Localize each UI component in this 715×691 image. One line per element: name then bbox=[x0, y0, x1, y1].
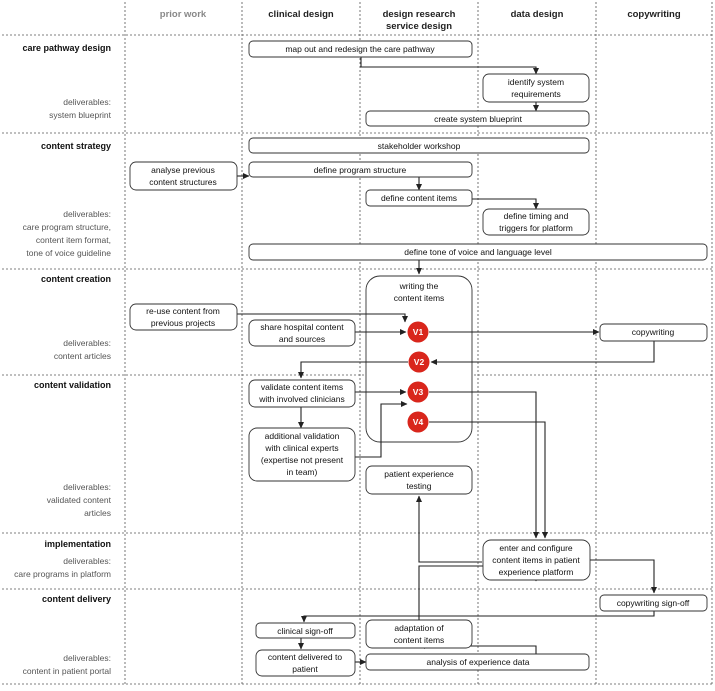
analysis-data-label: analysis of experience data bbox=[426, 657, 529, 667]
column-header-design-research: design research bbox=[383, 9, 456, 20]
content-delivered-label: patient bbox=[292, 664, 318, 674]
validate-items-label: validate content items bbox=[261, 382, 343, 392]
process-boxes: map out and redesign the care pathway id… bbox=[129, 40, 708, 677]
writing-content-items-label: writing the bbox=[399, 281, 439, 291]
additional-validation-label: in team) bbox=[287, 467, 318, 477]
analysis-data-box: analysis of experience data bbox=[365, 653, 590, 671]
configure-items-label: enter and configure bbox=[499, 543, 573, 553]
row-deliverables-text: care program structure, bbox=[23, 222, 111, 232]
row-deliverables-label: deliverables: bbox=[63, 97, 111, 107]
column-header-service-design: service design bbox=[386, 21, 452, 32]
adaptation-label: content items bbox=[394, 635, 445, 645]
row-title-content-delivery: content delivery bbox=[42, 594, 111, 604]
adaptation-label: adaptation of bbox=[394, 623, 444, 633]
define-timing-label: triggers for platform bbox=[499, 223, 573, 233]
define-program-box: define program structure bbox=[248, 161, 473, 178]
analyse-structures-label: content structures bbox=[149, 177, 217, 187]
content-delivered-label: content delivered to bbox=[268, 652, 342, 662]
column-header-copywriting: copywriting bbox=[627, 9, 681, 20]
row-deliverables-text: content item format, bbox=[36, 235, 111, 245]
patient-testing-label: testing bbox=[406, 481, 431, 491]
analyse-structures-box: analyse previous content structures bbox=[129, 161, 238, 191]
writing-content-items-label: content items bbox=[394, 293, 445, 303]
identify-requirements-label: requirements bbox=[511, 89, 561, 99]
configure-items-box: enter and configure content items in pat… bbox=[482, 539, 591, 581]
reuse-content-label: previous projects bbox=[151, 318, 215, 328]
define-timing-label: define timing and bbox=[504, 211, 569, 221]
share-hospital-content-label: and sources bbox=[279, 334, 325, 344]
validate-items-label: with involved clinicians bbox=[258, 394, 345, 404]
define-timing-box: define timing and triggers for platform bbox=[482, 208, 590, 236]
row-deliverables-text: care programs in platform bbox=[14, 569, 111, 579]
create-blueprint-box: create system blueprint bbox=[365, 110, 590, 127]
additional-validation-label: additional validation bbox=[265, 431, 340, 441]
share-hospital-content-box: share hospital content and sources bbox=[248, 319, 356, 347]
patient-testing-label: patient experience bbox=[384, 469, 454, 479]
version-v3-label: V3 bbox=[413, 387, 424, 397]
define-tone-label: define tone of voice and language level bbox=[404, 247, 552, 257]
row-title-content-strategy: content strategy bbox=[41, 141, 111, 151]
row-deliverables-label: deliverables: bbox=[63, 209, 111, 219]
stakeholder-workshop-label: stakeholder workshop bbox=[378, 141, 461, 151]
share-hospital-content-label: share hospital content bbox=[260, 322, 344, 332]
configure-items-label: experience platform bbox=[499, 567, 574, 577]
row-deliverables-text: tone of voice guideline bbox=[26, 248, 111, 258]
version-v3-marker: V3 bbox=[407, 381, 429, 403]
identify-requirements-label: identify system bbox=[508, 77, 564, 87]
copywriting-label: copywriting bbox=[632, 327, 675, 337]
define-content-items-label: define content items bbox=[381, 193, 457, 203]
identify-requirements-box: identify system requirements bbox=[482, 73, 590, 103]
column-header-prior-work: prior work bbox=[160, 9, 207, 20]
row-deliverables-text: system blueprint bbox=[49, 110, 112, 120]
analyse-structures-label: analyse previous bbox=[151, 165, 215, 175]
clinical-signoff-box: clinical sign-off bbox=[255, 622, 356, 639]
version-v1-label: V1 bbox=[413, 327, 424, 337]
define-program-label: define program structure bbox=[314, 165, 407, 175]
additional-validation-label: (expertise not present bbox=[261, 455, 344, 465]
row-labels: care pathway design deliverables: system… bbox=[14, 43, 111, 676]
row-deliverables-label: deliverables: bbox=[63, 482, 111, 492]
additional-validation-box: additional validation with clinical expe… bbox=[248, 427, 356, 482]
validate-items-box: validate content items with involved cli… bbox=[248, 379, 356, 408]
column-header-data-design: data design bbox=[511, 9, 564, 20]
row-deliverables-text: content articles bbox=[54, 351, 111, 361]
map-pathway-box: map out and redesign the care pathway bbox=[248, 40, 473, 58]
version-v4-label: V4 bbox=[413, 417, 424, 427]
reuse-content-box: re-use content from previous projects bbox=[129, 303, 238, 331]
version-v4-marker: V4 bbox=[407, 411, 429, 433]
create-blueprint-label: create system blueprint bbox=[434, 114, 523, 124]
define-content-items-box: define content items bbox=[365, 189, 473, 207]
row-title-care-pathway: care pathway design bbox=[22, 43, 111, 53]
row-title-content-creation: content creation bbox=[41, 274, 111, 284]
version-v2-label: V2 bbox=[414, 357, 425, 367]
content-delivered-box: content delivered to patient bbox=[255, 649, 356, 677]
row-deliverables-label: deliverables: bbox=[63, 653, 111, 663]
copywriting-signoff-label: copywriting sign-off bbox=[617, 598, 690, 608]
row-deliverables-label: deliverables: bbox=[63, 556, 111, 566]
row-deliverables-text: content in patient portal bbox=[23, 666, 111, 676]
row-title-implementation: implementation bbox=[44, 539, 111, 549]
define-tone-box: define tone of voice and language level bbox=[248, 243, 708, 261]
adaptation-box: adaptation of content items bbox=[365, 619, 473, 649]
version-v1-marker: V1 bbox=[407, 321, 429, 343]
copywriting-signoff-box: copywriting sign-off bbox=[599, 594, 708, 612]
row-deliverables-text: articles bbox=[84, 508, 111, 518]
column-headers: prior work clinical design design resear… bbox=[160, 9, 681, 32]
row-deliverables-label: deliverables: bbox=[63, 338, 111, 348]
configure-items-label: content items in patient bbox=[492, 555, 580, 565]
row-deliverables-text: validated content bbox=[47, 495, 112, 505]
additional-validation-label: with clinical experts bbox=[264, 443, 338, 453]
version-markers: V1 V2 V3 V4 bbox=[407, 321, 430, 433]
stakeholder-workshop-box: stakeholder workshop bbox=[248, 137, 590, 154]
row-title-content-validation: content validation bbox=[34, 380, 111, 390]
connectors bbox=[237, 57, 657, 665]
copywriting-box: copywriting bbox=[599, 323, 708, 342]
reuse-content-label: re-use content from bbox=[146, 306, 220, 316]
column-header-clinical-design: clinical design bbox=[268, 9, 334, 20]
clinical-signoff-label: clinical sign-off bbox=[277, 626, 333, 636]
version-v2-marker: V2 bbox=[408, 351, 430, 373]
patient-testing-box: patient experience testing bbox=[365, 465, 473, 495]
map-pathway-label: map out and redesign the care pathway bbox=[285, 44, 435, 54]
